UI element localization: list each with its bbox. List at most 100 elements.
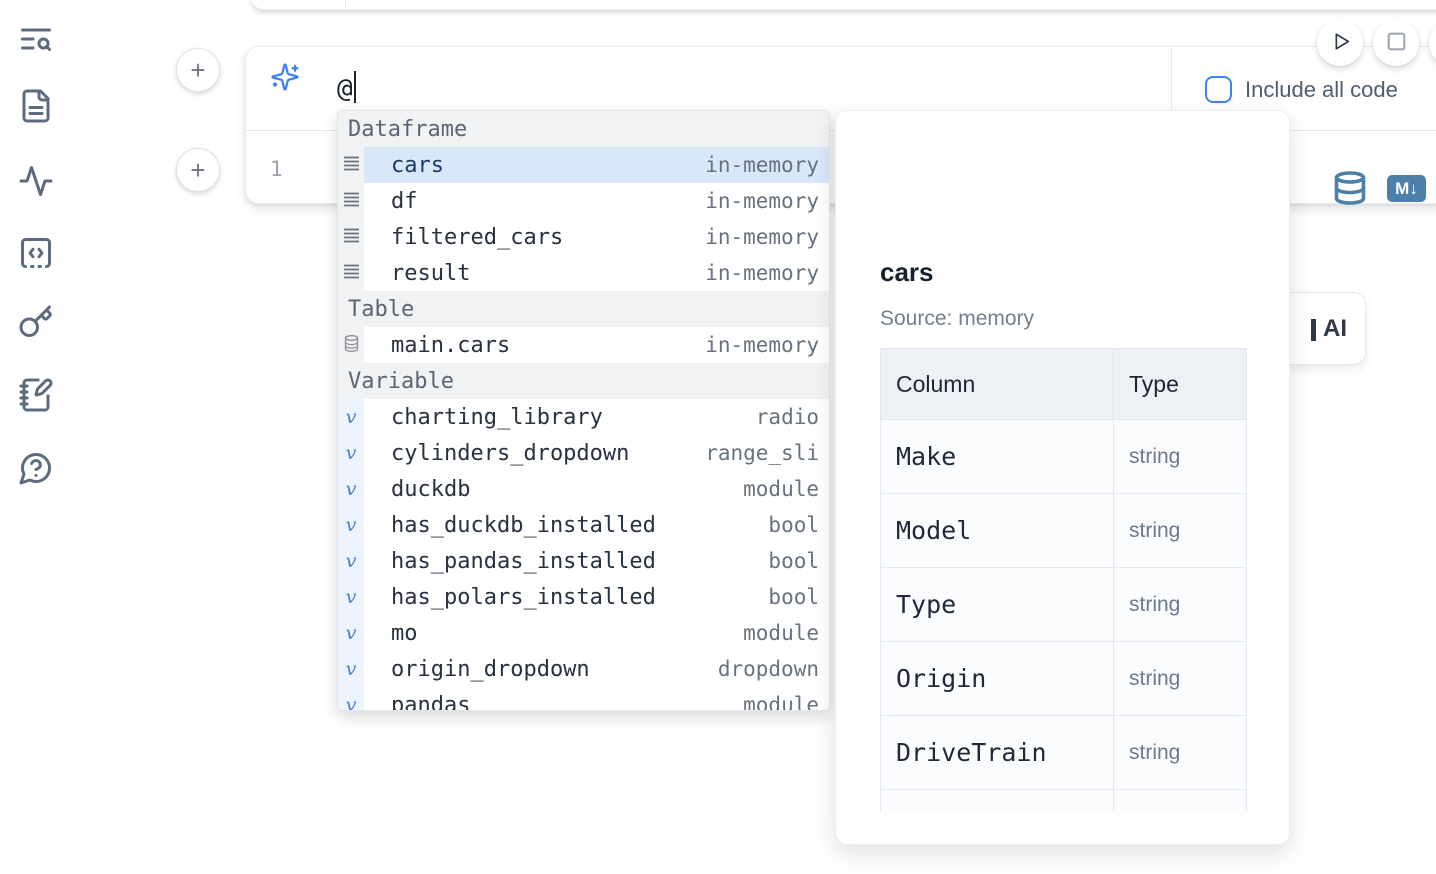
item-type: in-memory bbox=[705, 333, 819, 357]
ai-action-button[interactable]: AI bbox=[1280, 292, 1366, 365]
schema-row: Model string bbox=[880, 493, 1247, 568]
activity-icon bbox=[18, 163, 54, 202]
markdown-button[interactable]: M↓ bbox=[1387, 175, 1426, 202]
column-name bbox=[880, 789, 1114, 812]
autocomplete-item-filtered-cars[interactable]: filtered_cars in-memory bbox=[338, 219, 829, 255]
sidebar-item-snippets[interactable] bbox=[17, 235, 55, 273]
item-type: in-memory bbox=[705, 153, 819, 177]
item-name: has_pandas_installed bbox=[391, 548, 656, 574]
line-number: 1 bbox=[270, 157, 283, 181]
autocomplete-item-result[interactable]: result in-memory bbox=[338, 255, 829, 291]
item-name: mo bbox=[391, 620, 418, 646]
item-type: module bbox=[743, 621, 819, 645]
item-name: cars bbox=[391, 152, 444, 178]
notebook-pen-icon bbox=[18, 377, 54, 416]
item-type: bool bbox=[768, 585, 819, 609]
sidebar-item-files[interactable] bbox=[17, 88, 55, 126]
text-search-icon bbox=[18, 21, 54, 60]
variable-icon: v bbox=[345, 442, 357, 464]
add-cell-above-button[interactable]: + bbox=[176, 48, 220, 92]
autocomplete-item-has-duckdb-installed[interactable]: v has_duckdb_installed bool bbox=[338, 507, 829, 543]
schema-row: Origin string bbox=[880, 641, 1247, 716]
item-type: in-memory bbox=[705, 189, 819, 213]
autocomplete-item-has-pandas-installed[interactable]: v has_pandas_installed bool bbox=[338, 543, 829, 579]
sidebar-item-secrets[interactable] bbox=[17, 304, 55, 342]
column-type: string bbox=[1113, 641, 1247, 716]
add-cell-below-button[interactable]: + bbox=[176, 148, 220, 192]
item-type: bool bbox=[768, 549, 819, 573]
dataframe-preview-panel: cars Source: memory 428 rows, 15 columns… bbox=[835, 110, 1290, 845]
sidebar-item-scratchpad[interactable] bbox=[17, 377, 55, 415]
item-name: has_duckdb_installed bbox=[391, 512, 656, 538]
column-name: Origin bbox=[880, 641, 1114, 716]
dataframe-rows-icon bbox=[343, 228, 360, 247]
item-name: df bbox=[391, 188, 418, 214]
schema-header-row: Column Type bbox=[880, 348, 1247, 420]
stop-icon bbox=[1384, 29, 1409, 57]
column-type: string bbox=[1113, 419, 1247, 494]
dataframe-rows-icon bbox=[343, 264, 360, 283]
database-output-button[interactable] bbox=[1332, 169, 1368, 207]
item-type: in-memory bbox=[705, 225, 819, 249]
include-all-code-checkbox[interactable] bbox=[1205, 76, 1232, 103]
item-type: dropdown bbox=[717, 657, 819, 681]
schema-row-clipped bbox=[880, 789, 1247, 812]
type-header: Type bbox=[1113, 348, 1247, 420]
item-type: in-memory bbox=[705, 261, 819, 285]
preview-source: Source: memory bbox=[880, 307, 1035, 330]
item-name: charting_library bbox=[391, 404, 603, 430]
autocomplete-item-origin-dropdown[interactable]: v origin_dropdown dropdown bbox=[338, 651, 829, 687]
clipped-letter-fragment bbox=[1311, 319, 1316, 341]
variable-icon: v bbox=[345, 658, 357, 680]
autocomplete-item-duckdb[interactable]: v duckdb module bbox=[338, 471, 829, 507]
run-cell-button[interactable] bbox=[1317, 20, 1363, 66]
database-icon bbox=[1332, 171, 1368, 210]
code-square-icon bbox=[18, 235, 54, 274]
item-type: module bbox=[743, 477, 819, 501]
variable-icon: v bbox=[345, 478, 357, 500]
variable-icon: v bbox=[345, 550, 357, 572]
column-name: Type bbox=[880, 567, 1114, 642]
divider bbox=[1171, 47, 1172, 131]
item-name: origin_dropdown bbox=[391, 656, 590, 682]
file-text-icon bbox=[18, 88, 54, 127]
key-icon bbox=[18, 304, 54, 343]
schema-row: DriveTrain string bbox=[880, 715, 1247, 790]
sidebar-item-table-of-contents[interactable] bbox=[17, 21, 55, 59]
autocomplete-item-df[interactable]: df in-memory bbox=[338, 183, 829, 219]
item-name: main.cars bbox=[391, 332, 511, 358]
variable-icon: v bbox=[345, 514, 357, 536]
stop-cell-button[interactable] bbox=[1373, 20, 1419, 66]
variable-icon: v bbox=[345, 586, 357, 608]
play-icon bbox=[1328, 29, 1353, 57]
item-name: result bbox=[391, 260, 471, 286]
schema-row: Make string bbox=[880, 419, 1247, 494]
autocomplete-item-cars[interactable]: cars in-memory bbox=[338, 147, 829, 183]
include-all-code-label: Include all code bbox=[1245, 76, 1398, 102]
ai-prompt-input[interactable]: @ bbox=[337, 71, 356, 104]
dataframe-rows-icon bbox=[343, 192, 360, 211]
autocomplete-item-main-cars[interactable]: main.cars in-memory bbox=[338, 327, 829, 363]
sidebar-item-tracebacks[interactable] bbox=[17, 163, 55, 201]
section-header-variable: Variable bbox=[338, 363, 829, 399]
dataframe-rows-icon bbox=[343, 156, 360, 175]
sidebar-item-help[interactable] bbox=[17, 450, 55, 488]
preview-title: cars bbox=[880, 257, 934, 287]
text-cursor bbox=[353, 71, 356, 103]
item-name: cylinders_dropdown bbox=[391, 440, 630, 466]
more-actions-button[interactable] bbox=[1429, 20, 1436, 66]
column-type: string bbox=[1113, 567, 1247, 642]
schema-table-wrap: Column Type Make string Model string Typ… bbox=[880, 348, 1247, 812]
schema-row: Type string bbox=[880, 567, 1247, 642]
item-type: module bbox=[743, 693, 819, 711]
item-type: bool bbox=[768, 513, 819, 537]
item-name: duckdb bbox=[391, 476, 471, 502]
item-name: filtered_cars bbox=[391, 224, 564, 250]
help-chat-icon bbox=[18, 450, 54, 489]
